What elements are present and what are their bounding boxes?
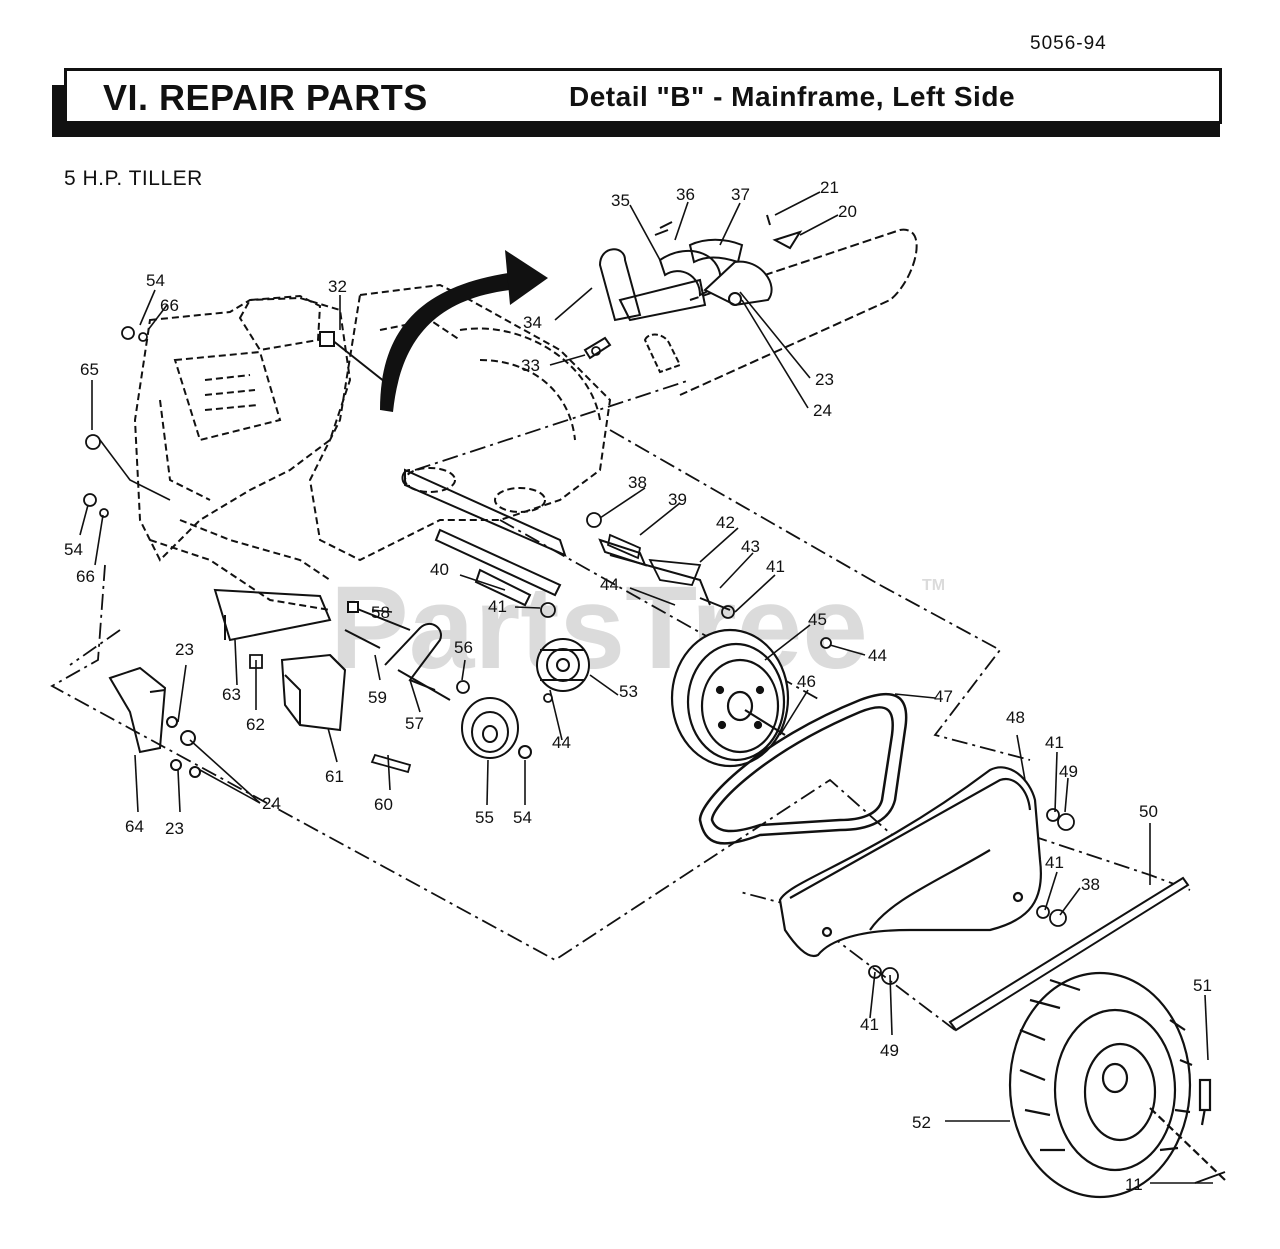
assembly-outline [50,379,1191,1031]
callout-49: 49 [1059,762,1078,781]
callout-47: 47 [934,687,953,706]
callout-21: 21 [820,178,839,197]
callout-49: 49 [880,1041,899,1060]
drive-pulley-45 [670,628,790,768]
callout-20: 20 [838,202,857,221]
bolt-32 [319,331,386,383]
callout-46: 46 [797,672,816,691]
callout-36: 36 [676,185,695,204]
callout-33: 33 [521,356,540,375]
callout-32: 32 [328,277,347,296]
handle-assembly [583,214,918,396]
callout-64: 64 [125,817,144,836]
section-title: VI. REPAIR PARTS [103,77,428,118]
reference-arrow [380,250,548,412]
callout-61: 61 [325,767,344,786]
callout-39: 39 [668,490,687,509]
document-number: 5056-94 [1030,33,1107,54]
callout-34: 34 [523,313,542,332]
callout-38: 38 [628,473,647,492]
mounting-plate [108,666,201,778]
callout-57: 57 [405,714,424,733]
idler-arm [344,601,451,701]
wheel-52 [1008,971,1226,1199]
callout-62: 62 [246,715,265,734]
callout-41: 41 [766,557,785,576]
callout-38: 38 [1081,875,1100,894]
callout-44: 44 [552,733,571,752]
callout-52: 52 [912,1113,931,1132]
model-label: 5 H.P. TILLER [64,167,203,190]
watermark: PartsTree [330,562,868,694]
callout-66: 66 [76,567,95,586]
callout-41: 41 [1045,853,1064,872]
callout-45: 45 [808,610,827,629]
callout-leaders [79,191,1213,1184]
callout-41: 41 [860,1015,879,1034]
watermark-tm: TM [922,577,945,594]
callout-24: 24 [262,794,281,813]
shafts [401,468,731,611]
section-header: VI. REPAIR PARTS Detail "B" - Mainframe,… [64,68,1222,124]
callout-41: 41 [488,597,507,616]
callout-60: 60 [374,795,393,814]
idler-bracket [213,588,347,732]
callout-54: 54 [146,271,165,290]
callout-11: 11 [1125,1175,1143,1194]
callout-23: 23 [165,819,184,838]
hardware-items [83,326,1226,1184]
callout-42: 42 [716,513,735,532]
callout-63: 63 [222,685,241,704]
belt-guard-48 [778,766,1042,958]
callout-50: 50 [1139,802,1158,821]
callout-41: 41 [1045,733,1064,752]
callout-44: 44 [868,646,887,665]
callout-66: 66 [160,296,179,315]
callout-44: 44 [600,575,619,594]
callout-48: 48 [1006,708,1025,727]
part-callout-labels: 54 66 32 65 54 66 35 36 37 21 20 34 33 2… [64,178,1212,1194]
pulley-53 [536,638,590,692]
callout-56: 56 [454,638,473,657]
callout-23: 23 [815,370,834,389]
detail-subtitle: Detail "B" - Mainframe, Left Side [569,81,1016,112]
callout-55: 55 [475,808,494,827]
callout-59: 59 [368,688,387,707]
callout-65: 65 [80,360,99,379]
transmission-housing [308,283,612,562]
callout-53: 53 [619,682,638,701]
callout-35: 35 [611,191,630,210]
callout-43: 43 [741,537,760,556]
callout-54: 54 [64,540,83,559]
callout-37: 37 [731,185,750,204]
callout-54: 54 [513,808,532,827]
callout-58: 58 [371,603,390,622]
callout-24: 24 [813,401,832,420]
callout-51: 51 [1193,976,1212,995]
engine-outline [133,294,352,611]
scraper-bar-50 [948,876,1190,1032]
pulley-55 [461,697,532,759]
drive-belt-47 [698,692,908,845]
callout-23: 23 [175,640,194,659]
callout-40: 40 [430,560,449,579]
